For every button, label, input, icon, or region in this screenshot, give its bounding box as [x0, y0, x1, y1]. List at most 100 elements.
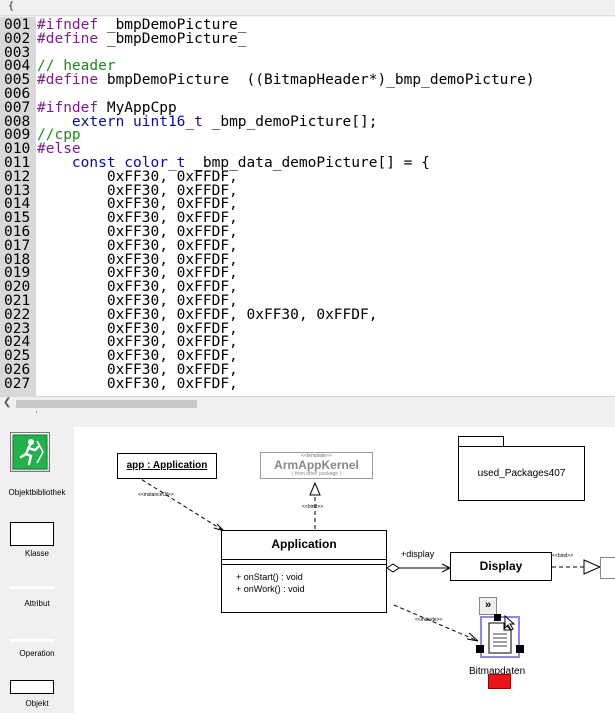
code-line[interactable]: #else: [37, 142, 81, 157]
code-token: 0xFF30, 0xFFDF,: [37, 224, 238, 240]
code-token: 0xFF30, 0xFFDF,: [37, 320, 238, 337]
code-token: 0xFF30, 0xFFDF,: [37, 210, 238, 227]
display-class-box[interactable]: Display: [450, 552, 552, 581]
expand-button[interactable]: »: [479, 597, 497, 615]
code-line[interactable]: 0xFF30, 0xFFDF,: [37, 335, 238, 350]
app-object-box[interactable]: app : Application: [117, 453, 217, 479]
line-number: 005: [4, 72, 31, 89]
mouse-cursor-icon: [504, 615, 516, 631]
code-line[interactable]: 0xFF30, 0xFFDF,: [37, 375, 238, 392]
bind-label-kernel: <<bind>>: [302, 504, 324, 510]
instance-of-label: <<instanceOf>>: [138, 492, 174, 498]
code-token: 0xFF30, 0xFFDF,: [37, 293, 238, 309]
code-token: _bmpDemoPicture_: [98, 30, 247, 47]
uml-diagram-canvas[interactable]: app : Application <<instanceOf>> <<templ…: [74, 427, 615, 713]
line-number-gutter: [0, 17, 36, 396]
code-line[interactable]: 0xFF30, 0xFFDF,: [37, 182, 238, 199]
palette-label-object: Objekt: [25, 699, 49, 708]
line-number: 021: [4, 293, 31, 309]
resize-handle-top[interactable]: [494, 614, 501, 621]
tool-palette: ' Objektbibliothek Klasse Attribut Opera…: [0, 410, 74, 713]
code-line[interactable]: #define _bmpDemoPicture_: [37, 30, 247, 47]
resize-handle-left[interactable]: [476, 645, 484, 653]
code-token: #ifndef: [37, 17, 99, 33]
code-token: #ifndef: [37, 99, 99, 116]
code-token: bmpDemoPicture ((BitmapHeader*)_bmp_demo…: [98, 72, 535, 89]
code-line[interactable]: 0xFF30, 0xFFDF,: [37, 251, 238, 268]
code-line[interactable]: 0xFF30, 0xFFDF,: [37, 224, 238, 240]
class-tool[interactable]: [10, 522, 54, 546]
code-line[interactable]: 0xFF30, 0xFFDF,: [37, 266, 238, 281]
code-line[interactable]: 0xFF30, 0xFFDF,: [37, 320, 238, 337]
line-number: 002: [4, 30, 31, 47]
code-line[interactable]: // header: [37, 59, 116, 74]
attribute-tool[interactable]: [10, 586, 54, 589]
code-token: 0xFF30, 0xFFDF,: [37, 348, 238, 365]
code-token: //cpp: [37, 127, 81, 144]
code-editor[interactable]: 001#ifndef _bmpDemoPicture_002#define _b…: [0, 17, 615, 396]
code-line[interactable]: 0xFF30, 0xFFDF,: [37, 293, 238, 309]
code-line[interactable]: 0xFF30, 0xFFDF,: [37, 280, 238, 295]
code-line[interactable]: 0xFF30, 0xFFDF,: [37, 348, 238, 365]
line-number: 026: [4, 362, 31, 378]
code-line[interactable]: #ifndef _bmpDemoPicture_: [37, 17, 247, 33]
object-library-button[interactable]: [10, 432, 50, 472]
code-token: _bmp_demoPicture[];: [202, 113, 378, 130]
code-token: 0xFF30, 0xFFDF,: [37, 362, 238, 378]
line-number: 025: [4, 348, 31, 365]
line-number: 019: [4, 265, 31, 282]
line-number: 003: [4, 44, 31, 61]
code-token: 0xFF30, 0xFFDF,: [37, 168, 238, 185]
code-line[interactable]: #define bmpDemoPicture ((BitmapHeader*)_…: [37, 72, 535, 89]
arm-app-kernel-box[interactable]: <<template>> ArmAppKernel ( from other p…: [260, 452, 373, 479]
scroll-left-icon[interactable]: ❮: [3, 397, 12, 408]
code-line[interactable]: 0xFF30, 0xFFDF,: [37, 362, 238, 378]
object-tool[interactable]: [10, 680, 54, 694]
code-line[interactable]: 0xFF30, 0xFFDF,: [37, 239, 238, 254]
kernel-package-note: ( from other package ): [291, 471, 342, 477]
code-line[interactable]: const color_t _bmp_data_demoPicture[] = …: [37, 155, 430, 171]
code-line[interactable]: 0xFF30, 0xFFDF,: [37, 210, 238, 227]
package-box[interactable]: used_Packages407: [458, 446, 585, 501]
code-line[interactable]: 0xFF30, 0xFFDF,: [37, 197, 238, 212]
code-token: 0xFF30, 0xFFDF,: [37, 182, 238, 199]
code-token: const color_t: [71, 155, 186, 171]
palette-marker: ': [36, 410, 38, 419]
code-line[interactable]: extern uint16_t _bmp_demoPicture[];: [37, 113, 378, 130]
line-number: 027: [4, 375, 31, 392]
line-number: 022: [4, 306, 31, 323]
diagram-connectors: [135, 475, 602, 642]
palette-label-operation: Operation: [19, 649, 55, 658]
code-token: 0xFF30, 0xFFDF,: [37, 251, 238, 268]
code-line[interactable]: 0xFF30, 0xFFDF,: [37, 168, 238, 185]
operation-tool[interactable]: [10, 639, 54, 642]
code-line[interactable]: 0xFF30, 0xFFDF, 0xFF30, 0xFFDF,: [37, 308, 378, 323]
code-token: #define: [37, 30, 99, 47]
code-token: 0xFF30, 0xFFDF,: [37, 375, 238, 392]
attributes-compartment: [222, 559, 386, 564]
fold-brace: {: [8, 1, 15, 12]
association-label-display: +display: [401, 549, 435, 559]
editor-toolbar: {: [0, 0, 615, 16]
palette-label-class: Klasse: [24, 549, 49, 558]
line-number: 023: [4, 320, 31, 337]
red-status-block: [488, 674, 511, 689]
bitmap-artifact-label: Bitmapdaten: [469, 666, 526, 677]
resize-handle-right[interactable]: [516, 645, 524, 653]
arm-app-kernel-name: ArmAppKernel: [274, 458, 359, 472]
display-class-name: Display: [479, 559, 523, 573]
line-number: 015: [4, 210, 31, 227]
line-number: 016: [4, 224, 31, 240]
line-number: 012: [4, 168, 31, 185]
horizontal-scrollbar[interactable]: ❮: [0, 396, 615, 410]
line-number: 006: [4, 86, 31, 102]
template-stereotype: <<template>>: [301, 453, 332, 459]
operation-onwork: + onWork() : void: [236, 584, 305, 594]
code-line[interactable]: //cpp: [37, 127, 81, 144]
offscreen-template-box: [600, 557, 615, 579]
line-number: 020: [4, 279, 31, 296]
code-line[interactable]: #ifndef MyAppCpp: [37, 99, 177, 116]
line-number: 017: [4, 237, 31, 254]
scrollbar-thumb[interactable]: [16, 400, 197, 408]
application-class-box[interactable]: Application + onStart() : void + onWork(…: [221, 530, 387, 613]
